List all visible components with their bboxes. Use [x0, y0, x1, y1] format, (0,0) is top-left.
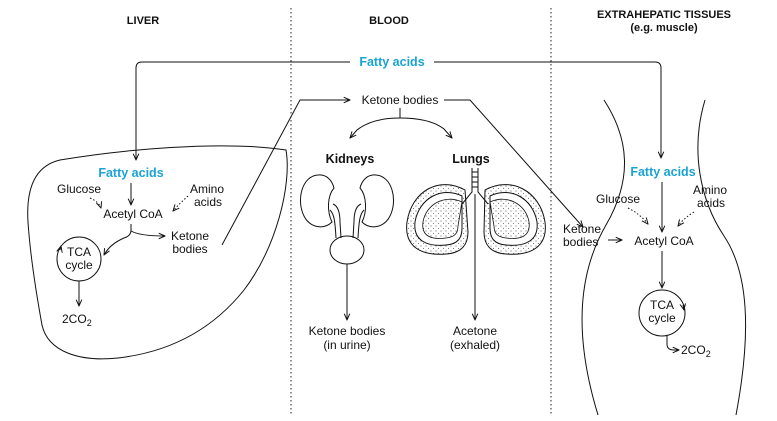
tissue-fatty-acids: Fatty acids [630, 165, 695, 179]
kidneys-illustration [300, 174, 394, 265]
header-extrahepatic: EXTRAHEPATIC TISSUES [597, 9, 731, 21]
fatty-acids-to-liver-arrow [136, 61, 350, 160]
tissue-tca-cycle-arrow [683, 305, 684, 310]
tissue-amino-arrow [678, 211, 695, 226]
blood-ketone-bodies: Ketone bodies [362, 93, 439, 107]
liver-amino-line1: Amino [190, 182, 224, 196]
muscle-outline-left [581, 99, 625, 416]
header-extrahepatic-sub: (e.g. muscle) [630, 22, 698, 34]
blood-to-kidneys-arrow [350, 117, 401, 138]
blood-to-lungs-arrow [399, 117, 452, 138]
fatty-acids-to-tissue-arrow [434, 61, 661, 158]
liver-ketone-to-blood-arrow [221, 100, 350, 246]
liver-ketone-line1: Ketone [171, 229, 209, 243]
kidneys-label: Kidneys [326, 152, 375, 166]
muscle-outline-right [697, 99, 747, 416]
tissue-tca-circle [638, 289, 686, 337]
liver-outline [27, 145, 288, 360]
liver-amino-line2: acids [194, 195, 222, 209]
tissue-glucose-arrow [627, 207, 648, 224]
lungs-label: Lungs [452, 152, 490, 166]
tissue-co2: 2CO2 [681, 343, 711, 359]
blood-fatty-acids: Fatty acids [359, 55, 424, 69]
tissue-amino-line2: acids [697, 196, 725, 210]
lungs-illustration [406, 168, 546, 255]
acetone-line2: (exhaled) [450, 338, 500, 352]
tissue-tca-line2: cycle [648, 311, 676, 325]
tissue-ketone-line2: bodies [563, 235, 598, 249]
liver-acetyl-coa: Acetyl CoA [103, 207, 162, 221]
tissue-amino-line1: Amino [693, 183, 727, 197]
urine-ketone-line2: (in urine) [323, 338, 370, 352]
liver-tca-line1: TCA [67, 245, 91, 259]
header-blood: BLOOD [369, 15, 409, 27]
liver-ketone-line2: bodies [172, 242, 207, 256]
urine-ketone-line1: Ketone bodies [309, 324, 386, 338]
liver-amino-arrow [173, 195, 189, 211]
liver-acetyl-to-tca-arrow [104, 224, 132, 255]
tissue-tca-to-co2-arrow [666, 336, 679, 350]
header-liver: LIVER [127, 15, 159, 27]
liver-fatty-acids: Fatty acids [98, 166, 163, 180]
tissue-tca-line1: TCA [650, 298, 674, 312]
tissue-glucose: Glucose [596, 192, 640, 206]
acetone-line1: Acetone [453, 324, 497, 338]
tissue-ketone-line1: Ketone [563, 222, 601, 236]
liver-tca-cycle-arrow [60, 246, 61, 250]
blood-ketone-to-tissue-arrow [444, 99, 583, 227]
liver-acetyl-to-ketone-arrow [130, 230, 165, 236]
liver-tca-line2: cycle [65, 258, 93, 272]
liver-co2: 2CO2 [62, 312, 92, 328]
liver-glucose: Glucose [57, 182, 101, 196]
liver-glucose-arrow [89, 197, 101, 208]
tissue-acetyl-coa: Acetyl CoA [634, 234, 693, 248]
